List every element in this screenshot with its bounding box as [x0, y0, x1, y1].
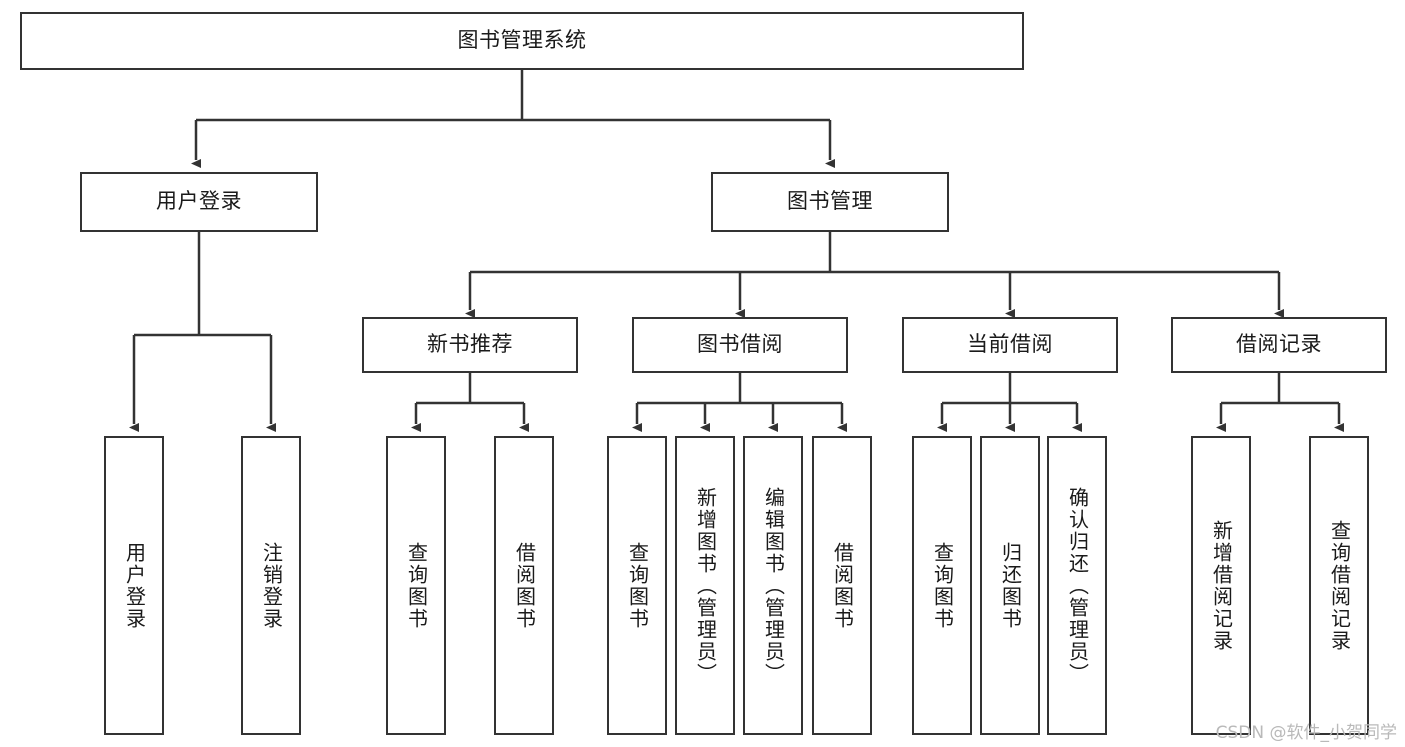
leaf-current-return-book[interactable]: 归还图书 — [980, 436, 1040, 735]
leaf-user-login-login[interactable]: 用户登录 — [104, 436, 164, 735]
leaf-label: 新增图书（管理员） — [693, 486, 718, 685]
leaf-label: 确认归还（管理员） — [1065, 486, 1090, 685]
leaf-label: 归还图书 — [998, 541, 1023, 630]
node-root-system[interactable]: 图书管理系统 — [20, 12, 1024, 70]
leaf-label: 借阅图书 — [830, 541, 855, 630]
leaf-user-login-logout[interactable]: 注销登录 — [241, 436, 301, 735]
leaf-record-add-record[interactable]: 新增借阅记录 — [1191, 436, 1251, 735]
node-borrow-record[interactable]: 借阅记录 — [1171, 317, 1387, 373]
node-book-borrow[interactable]: 图书借阅 — [632, 317, 848, 373]
leaf-label: 新增借阅记录 — [1209, 519, 1234, 652]
leaf-label: 用户登录 — [122, 541, 147, 630]
leaf-label: 编辑图书（管理员） — [761, 486, 786, 685]
leaf-borrow-add-book-admin[interactable]: 新增图书（管理员） — [675, 436, 735, 735]
leaf-recommend-borrow-book[interactable]: 借阅图书 — [494, 436, 554, 735]
node-book-management[interactable]: 图书管理 — [711, 172, 949, 232]
leaf-label: 查询图书 — [930, 541, 955, 630]
leaf-label: 查询借阅记录 — [1327, 519, 1352, 652]
node-new-book-recommend[interactable]: 新书推荐 — [362, 317, 578, 373]
leaf-current-confirm-return-admin[interactable]: 确认归还（管理员） — [1047, 436, 1107, 735]
leaf-label: 借阅图书 — [512, 541, 537, 630]
leaf-current-query-book[interactable]: 查询图书 — [912, 436, 972, 735]
leaf-borrow-borrow-book[interactable]: 借阅图书 — [812, 436, 872, 735]
leaf-label: 注销登录 — [259, 541, 284, 630]
leaf-borrow-query-book[interactable]: 查询图书 — [607, 436, 667, 735]
leaf-label: 查询图书 — [404, 541, 429, 630]
csdn-watermark: CSDN @软件_小贺同学 — [1215, 723, 1397, 743]
leaf-label: 查询图书 — [625, 541, 650, 630]
leaf-borrow-edit-book-admin[interactable]: 编辑图书（管理员） — [743, 436, 803, 735]
node-user-login[interactable]: 用户登录 — [80, 172, 318, 232]
leaf-record-query-record[interactable]: 查询借阅记录 — [1309, 436, 1369, 735]
node-current-borrow[interactable]: 当前借阅 — [902, 317, 1118, 373]
leaf-recommend-query-book[interactable]: 查询图书 — [386, 436, 446, 735]
